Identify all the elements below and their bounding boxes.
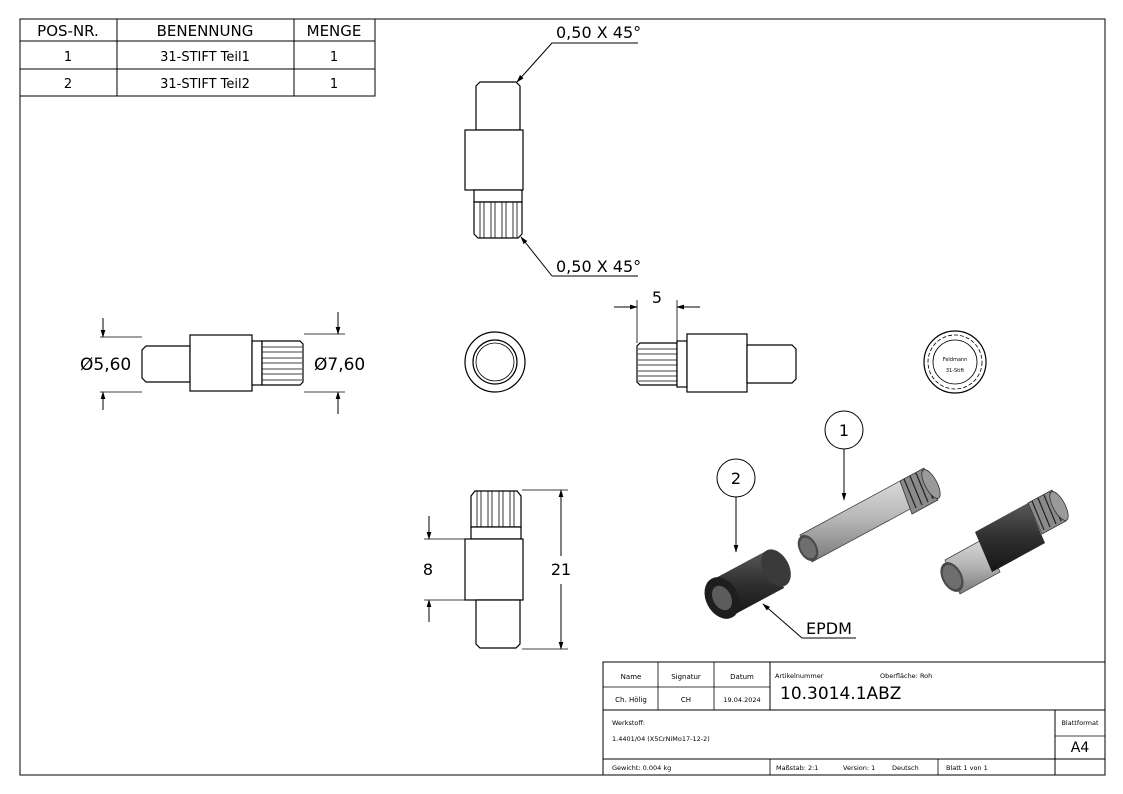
view-side-right xyxy=(614,300,797,393)
epdm-callout xyxy=(762,603,856,639)
title-block xyxy=(602,661,1106,776)
view-front-bottom xyxy=(424,489,568,650)
tb-blattformat-label: Blattformat xyxy=(1061,719,1098,727)
tb-massstab: Maßstab: 2:1 xyxy=(776,764,818,772)
tb-blatt: Blatt 1 von 1 xyxy=(946,764,988,772)
tb-blattformat: A4 xyxy=(1071,740,1090,756)
chamfer-callout-bottom: 0,50 X 45° xyxy=(520,236,641,277)
emboss-line-2: 31-Stift xyxy=(946,368,964,374)
tb-sprache: Deutsch xyxy=(892,764,919,772)
tb-header-datum: Datum xyxy=(730,673,754,681)
view-end-emboss xyxy=(923,330,987,394)
tb-artikel-nr: 10.3014.1ABZ xyxy=(780,684,901,704)
tb-signatur: CH xyxy=(681,696,691,704)
chamfer-callout-top: 0,50 X 45° xyxy=(516,23,641,83)
tb-gewicht: Gewicht: 0.004 kg xyxy=(612,764,671,772)
tb-name: Ch. Hölig xyxy=(615,696,647,704)
tb-header-signatur: Signatur xyxy=(671,673,701,681)
tb-version: Version: 1 xyxy=(843,764,875,772)
dim-total-label: 21 xyxy=(551,560,571,579)
dia-small-label: Ø5,60 xyxy=(80,355,131,375)
bom-row-2-name: 31-STIFT Teil2 xyxy=(160,77,250,92)
tb-werkstoff-label: Werkstoff: xyxy=(612,719,645,727)
bom-header-pos: POS-NR. xyxy=(37,22,99,40)
emboss-line-1: Feldmann xyxy=(943,357,968,363)
iso-assembled xyxy=(940,489,1069,595)
view-side-left xyxy=(100,312,345,414)
bom-header-name: BENENNUNG xyxy=(157,22,254,40)
iso-rubber-sleeve xyxy=(704,549,791,619)
bom-row-1-name: 31-STIFT Teil1 xyxy=(160,50,250,65)
tb-oberflaeche: Oberfläche: Roh xyxy=(880,672,932,680)
tb-werkstoff: 1.4401/04 (X5CrNiMo17-12-2) xyxy=(612,735,710,743)
bom-row-2-qty: 1 xyxy=(330,77,338,92)
dim-knurl-label: 5 xyxy=(652,288,662,307)
epdm-label: EPDM xyxy=(806,619,852,638)
dia-large-label: Ø7,60 xyxy=(314,355,365,375)
balloon-1 xyxy=(824,410,864,501)
view-end-rings xyxy=(464,331,526,393)
balloon-1-label: 1 xyxy=(839,421,849,440)
bom-header-qty: MENGE xyxy=(307,22,362,40)
view-front-top xyxy=(464,81,524,239)
chamfer-bottom-label: 0,50 X 45° xyxy=(556,257,641,276)
tb-artikel-label: Artikelnummer xyxy=(775,672,824,680)
sheet-border xyxy=(19,18,1106,776)
bom-table: POS-NR. BENENNUNG MENGE 1 31-STIFT Teil1… xyxy=(19,18,376,97)
chamfer-top-label: 0,50 X 45° xyxy=(556,23,641,42)
tb-header-name: Name xyxy=(621,673,642,681)
iso-steel-pin xyxy=(797,467,941,563)
balloon-2-label: 2 xyxy=(731,469,741,488)
balloon-2 xyxy=(716,458,756,553)
bom-row-2-pos: 2 xyxy=(64,77,72,92)
tb-datum: 19.04.2024 xyxy=(723,696,760,704)
bom-row-1-qty: 1 xyxy=(330,50,338,65)
dim-sleeve-label: 8 xyxy=(423,560,433,579)
bom-row-1-pos: 1 xyxy=(64,50,72,65)
